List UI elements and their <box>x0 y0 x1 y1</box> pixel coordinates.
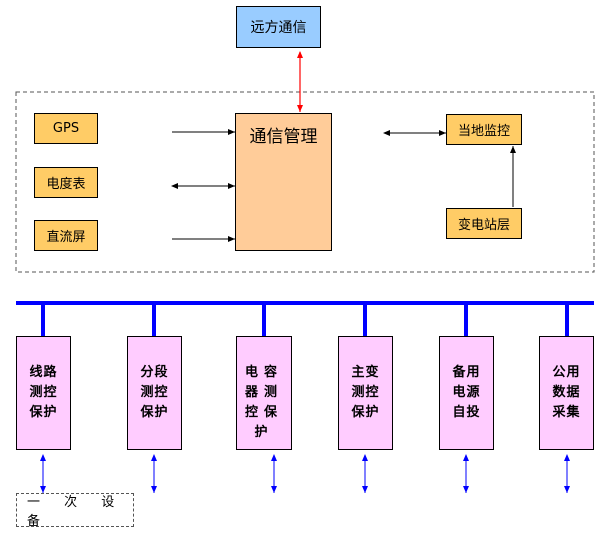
dc-box: 直流屏 <box>34 220 98 251</box>
meter-box: 电度表 <box>34 167 98 198</box>
remote-comm-box: 远方通信 <box>236 6 321 48</box>
primary-device-box: 一 次 设 备 <box>16 493 134 529</box>
gps-box: GPS <box>34 113 98 144</box>
prot-box-transformer: 主变测控保护 <box>338 336 393 450</box>
station-frame <box>15 91 595 273</box>
prot-box-section: 分段测控保护 <box>127 336 182 450</box>
prot-box-capacitor: 电容器测控保护 <box>236 336 292 450</box>
local-monitor-box: 当地监控 <box>446 114 522 145</box>
substation-box: 变电站层 <box>446 208 522 239</box>
bus-drops <box>41 303 569 336</box>
device-arrows <box>40 454 570 493</box>
prot-box-backup: 备用电源自投 <box>439 336 494 450</box>
prot-box-line: 线路测控保护 <box>16 336 71 450</box>
prot-box-public: 公用数据采集 <box>539 336 594 450</box>
comm-mgmt-box: 通信管理 <box>235 113 332 251</box>
